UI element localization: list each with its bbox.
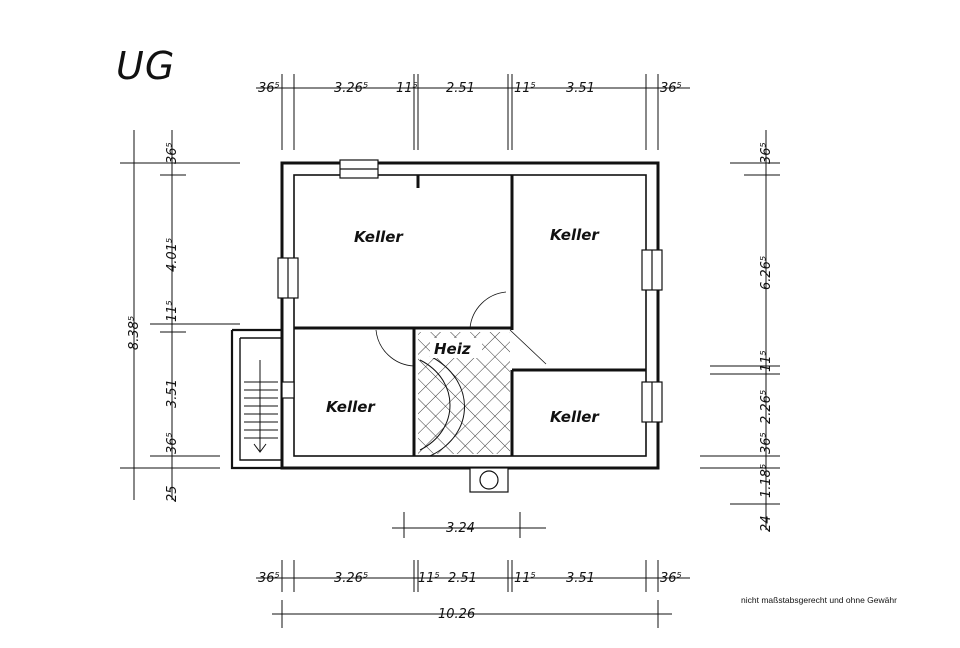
dim-bottom-2: 11⁵ — [418, 571, 440, 586]
dim-top-4: 11⁵ — [514, 81, 536, 96]
plan-title: UG — [116, 44, 176, 88]
dim-left-2: 11⁵ — [165, 300, 180, 322]
dim-left-5: 25 — [165, 485, 180, 502]
dim-top-3: 2.51 — [446, 81, 475, 96]
dim-left-1: 4.01⁵ — [165, 238, 180, 272]
room-labels: Keller Keller Keller Keller Heiz — [326, 226, 600, 426]
right-dimensions: 36⁵ 6.26⁵ 11⁵ 2.26⁵ 36⁵ 1.18⁵ 24 — [759, 142, 774, 532]
bottom-dimensions: 36⁵ 3.26⁵ 11⁵ 2.51 11⁵ 3.51 36⁵ 10.26 3.… — [258, 521, 682, 622]
room-keller-se: Keller — [550, 408, 600, 426]
left-dimensions: 8.38⁵ 36⁵ 4.01⁵ 11⁵ 3.51 36⁵ 25 — [127, 142, 180, 502]
dim-top-2: 11⁵ — [396, 81, 418, 96]
top-dimensions: 36⁵ 3.26⁵ 11⁵ 2.51 11⁵ 3.51 36⁵ — [258, 81, 682, 96]
stairs — [244, 355, 465, 457]
dim-right-1: 6.26⁵ — [759, 256, 774, 290]
dim-bottom-0: 36⁵ — [258, 571, 280, 586]
dim-inner: 3.24 — [446, 521, 475, 536]
dim-top-0: 36⁵ — [258, 81, 280, 96]
dim-bottom-3: 2.51 — [448, 571, 477, 586]
dim-left-0: 36⁵ — [165, 142, 180, 164]
room-keller-nw: Keller — [354, 228, 404, 246]
dim-top-6: 36⁵ — [660, 81, 682, 96]
dim-bottom-5: 3.51 — [566, 571, 595, 586]
dim-right-2: 11⁵ — [759, 350, 774, 372]
windows — [277, 159, 663, 493]
dim-bottom-4: 11⁵ — [514, 571, 536, 586]
dim-right-5: 1.18⁵ — [759, 464, 774, 498]
dim-top-5: 3.51 — [566, 81, 595, 96]
inner-walls — [294, 175, 646, 456]
dim-right-0: 36⁵ — [759, 142, 774, 164]
dim-right-4: 36⁵ — [759, 432, 774, 454]
dim-bottom-1: 3.26⁵ — [334, 571, 368, 586]
dim-right-3: 2.26⁵ — [759, 390, 774, 424]
dim-bottom-6: 36⁵ — [660, 571, 682, 586]
dim-left-4: 36⁵ — [165, 432, 180, 454]
dimension-lines — [120, 74, 780, 628]
dim-top-1: 3.26⁵ — [334, 81, 368, 96]
disclaimer-note: nicht maßstabsgerecht und ohne Gewähr — [741, 595, 897, 605]
room-keller-sw: Keller — [326, 398, 376, 416]
dim-left-total: 8.38⁵ — [127, 316, 142, 350]
room-keller-ne: Keller — [550, 226, 600, 244]
dim-left-3: 3.51 — [165, 379, 180, 408]
door-swings — [375, 291, 547, 367]
room-heizung: Heiz — [434, 340, 471, 358]
dim-right-6: 24 — [759, 515, 774, 532]
dim-total: 10.26 — [438, 607, 475, 622]
